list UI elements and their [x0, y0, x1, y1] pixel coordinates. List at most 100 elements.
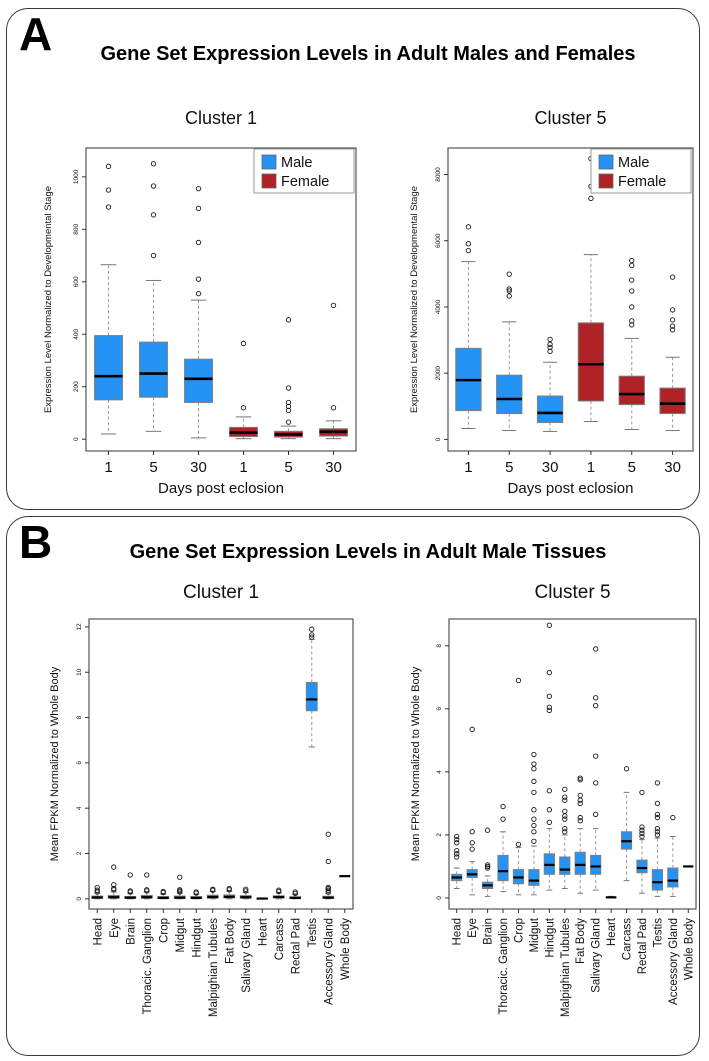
box — [536, 395, 564, 424]
outlier-point — [531, 778, 537, 784]
x-tick-label: Testis — [652, 918, 664, 948]
outlier-point — [547, 336, 553, 343]
chart-title: Cluster 1 — [183, 582, 259, 603]
x-tick-label: Head — [92, 918, 104, 946]
outlier-point — [593, 703, 599, 709]
outlier-point — [285, 407, 292, 413]
outlier-point — [562, 794, 568, 800]
x-tick-label: Brain — [483, 918, 495, 945]
x-tick-label: Fat Body — [224, 918, 236, 964]
y-tick-label: 8 — [76, 715, 83, 719]
y-tick-label: 4 — [436, 770, 443, 774]
outlier-point — [639, 833, 645, 840]
outlier-point — [240, 405, 247, 411]
outlier-point — [285, 399, 292, 406]
outlier-point — [454, 854, 460, 860]
x-tick-label: Midgut — [175, 917, 187, 952]
outlier-point — [285, 317, 292, 323]
boxes — [94, 161, 348, 440]
outlier-point — [160, 888, 166, 895]
x-tick-label: 1 — [587, 459, 595, 476]
legend-swatch-male — [261, 154, 277, 170]
x-axis-label: Days post eclosion — [508, 480, 634, 497]
x-tick-label: Heart — [257, 917, 269, 946]
outlier-point — [577, 818, 583, 824]
outlier-point — [546, 669, 552, 676]
outlier-point — [210, 886, 216, 892]
outlier-point — [593, 646, 599, 652]
outlier-point — [226, 885, 232, 892]
boxes — [91, 626, 351, 900]
outlier-point — [500, 803, 506, 810]
outlier-point — [285, 403, 292, 410]
box — [651, 869, 664, 891]
x-tick-label: Rectal Pad — [290, 918, 302, 974]
outlier-point — [670, 814, 676, 821]
chart-title: Cluster 5 — [534, 582, 610, 603]
outlier-point — [593, 780, 599, 786]
outlier-point — [629, 257, 635, 264]
outlier-point — [465, 241, 472, 247]
outlier-point — [531, 822, 537, 829]
outlier-point — [577, 792, 583, 799]
outlier-point — [243, 886, 249, 892]
outlier-point — [105, 187, 112, 193]
plot-frame — [88, 618, 354, 910]
outlier-point — [623, 766, 630, 772]
x-tick-label: 30 — [190, 459, 207, 476]
outlier-point — [484, 863, 491, 870]
outlier-point — [547, 344, 553, 351]
outlier-point — [562, 808, 568, 814]
outlier-point — [150, 212, 157, 218]
x-tick-label: 30 — [664, 459, 681, 476]
outlier-point — [654, 811, 661, 818]
outlier-point — [546, 707, 552, 714]
outlier-point — [546, 704, 552, 710]
x-tick-label: Whole Body — [340, 918, 352, 980]
outlier-point — [669, 274, 676, 280]
outlier-point — [105, 204, 112, 210]
plot-frame — [85, 147, 357, 452]
outlier-point — [195, 290, 202, 297]
x-tick-label: Crop — [513, 918, 525, 943]
x-tick-label: Head — [452, 918, 464, 946]
x-tick-label: 5 — [149, 459, 157, 476]
y-tick-label: 600 — [73, 276, 80, 287]
outlier-point — [150, 161, 157, 167]
outlier-point — [629, 304, 635, 310]
x-tick-label: Thoracic. Ganglion — [142, 918, 154, 1015]
x-tick-label: 30 — [325, 459, 342, 476]
outlier-point — [111, 864, 117, 870]
outlier-point — [593, 811, 599, 818]
outlier-point — [454, 840, 460, 846]
outlier-point — [593, 695, 599, 701]
outlier-point — [500, 816, 506, 822]
box — [636, 859, 648, 874]
y-tick-label: 4 — [76, 806, 83, 810]
x-tick-label: Carcass — [274, 918, 286, 960]
y-tick-label: 12 — [76, 623, 83, 631]
outlier-point — [531, 789, 537, 796]
box — [559, 856, 571, 875]
outlier-point — [127, 888, 133, 894]
outlier-point — [177, 887, 183, 893]
x-tick-label: Salivary Gland — [241, 918, 253, 993]
y-tick-label: 0 — [76, 897, 83, 901]
box — [528, 869, 540, 886]
y-tick-label: 1000 — [73, 169, 80, 184]
x-tick-label: 5 — [505, 459, 513, 476]
outlier-point — [515, 677, 522, 684]
y-tick-label: 2 — [76, 851, 83, 855]
outlier-point — [639, 789, 645, 796]
outlier-point — [325, 884, 331, 891]
x-tick-label: Brain — [125, 918, 137, 945]
outlier-point — [577, 775, 583, 781]
outlier-point — [465, 248, 472, 254]
box — [577, 322, 605, 402]
legend-swatch-female — [598, 173, 614, 189]
